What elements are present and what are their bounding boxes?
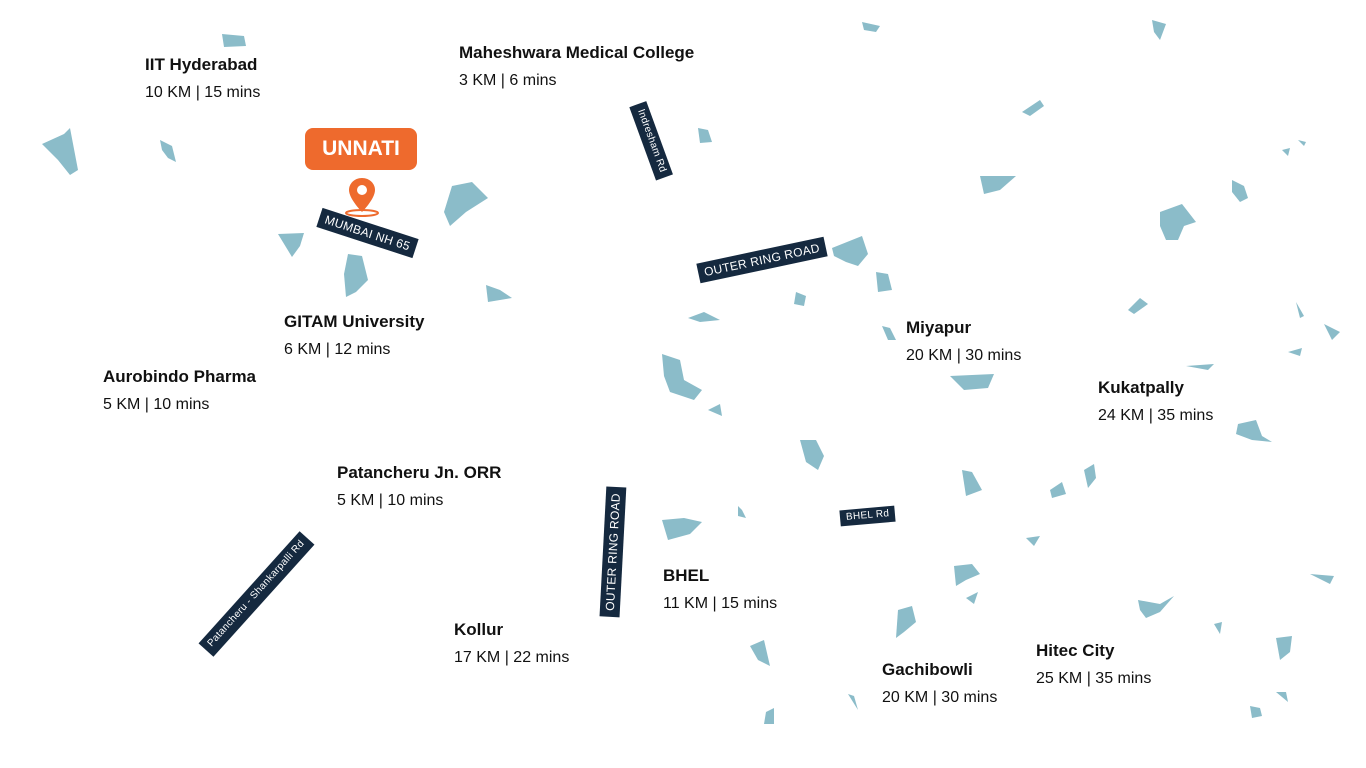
location-name: Miyapur (906, 318, 972, 337)
lake-shape (800, 440, 824, 470)
lake-shape (1050, 482, 1066, 498)
location-miyapur[interactable]: Miyapur 20 KM | 30 mins (906, 316, 1021, 368)
location-name: Maheshwara Medical College (459, 43, 695, 62)
lake-shape (1138, 596, 1174, 618)
lake-shape (966, 592, 978, 604)
location-kukatpally[interactable]: Kukatpally 24 KM | 35 mins (1098, 376, 1213, 428)
location-patancheru-jn-orr[interactable]: Patancheru Jn. ORR 5 KM | 10 mins (337, 461, 501, 513)
lake-shape (1152, 20, 1166, 40)
lake-shape (950, 374, 994, 390)
lake-shape (832, 236, 868, 266)
location-distance: 6 KM | 12 mins (284, 341, 391, 358)
location-distance: 5 KM | 10 mins (337, 492, 444, 509)
location-gachibowli[interactable]: Gachibowli 20 KM | 30 mins (882, 658, 997, 710)
location-distance: 17 KM | 22 mins (454, 649, 570, 666)
lake-shape (1276, 692, 1288, 702)
location-distance: 11 KM | 15 mins (663, 595, 778, 612)
lake-shape (1160, 204, 1196, 240)
lake-shape (1186, 364, 1214, 370)
lake-shape (444, 182, 488, 226)
location-distance: 20 KM | 30 mins (882, 689, 998, 706)
lake-shape (1298, 140, 1306, 146)
lake-shape (1296, 302, 1304, 318)
lake-shape (1026, 536, 1040, 546)
location-kollur[interactable]: Kollur 17 KM | 22 mins (454, 618, 569, 670)
location-name: Kukatpally (1098, 378, 1184, 397)
lake-shape (278, 233, 304, 257)
lake-shape (1084, 464, 1096, 488)
lake-shape (698, 128, 712, 143)
location-aurobindo-pharma[interactable]: Aurobindo Pharma 5 KM | 10 mins (103, 365, 256, 417)
location-name: Hitec City (1036, 641, 1115, 660)
location-name: Kollur (454, 620, 504, 639)
location-distance: 24 KM | 35 mins (1098, 407, 1214, 424)
lake-shape (160, 140, 176, 162)
lake-shape (896, 606, 916, 638)
lake-shape (1214, 622, 1222, 634)
lake-shape (1310, 574, 1334, 584)
lake-group (42, 20, 1340, 724)
lake-shape (1282, 148, 1290, 156)
location-distance: 25 KM | 35 mins (1036, 670, 1152, 687)
lake-shape (750, 640, 770, 666)
lake-shape (764, 708, 774, 724)
lake-shape (688, 312, 720, 322)
location-name: Aurobindo Pharma (103, 367, 257, 386)
lake-shape (848, 694, 858, 710)
lake-shape (1250, 706, 1262, 718)
location-name: Patancheru Jn. ORR (337, 463, 502, 482)
lake-shape (1324, 324, 1340, 340)
lake-shape (962, 470, 982, 496)
location-distance: 5 KM | 10 mins (103, 396, 210, 413)
location-distance: 20 KM | 30 mins (906, 347, 1022, 364)
lake-shape (486, 285, 512, 302)
lake-shape (794, 292, 806, 306)
lake-shape (1236, 420, 1272, 442)
location-gitam-university[interactable]: GITAM University 6 KM | 12 mins (284, 310, 424, 362)
map-pin-icon[interactable] (344, 176, 380, 218)
lake-shape (1022, 100, 1044, 116)
location-maheshwara-medical-college[interactable]: Maheshwara Medical College 3 KM | 6 mins (459, 41, 694, 93)
lake-shape (1288, 348, 1302, 356)
lake-shape (1232, 180, 1248, 202)
lake-shape (862, 22, 880, 32)
lake-shape (882, 326, 896, 340)
location-name: IIT Hyderabad (145, 55, 258, 74)
lake-shape (662, 518, 702, 540)
lake-shape (954, 564, 980, 586)
lake-shape (1128, 298, 1148, 314)
location-distance: 3 KM | 6 mins (459, 72, 557, 89)
location-iit-hyderabad[interactable]: IIT Hyderabad 10 KM | 15 mins (145, 53, 260, 105)
lake-shape (876, 272, 892, 292)
location-distance: 10 KM | 15 mins (145, 84, 261, 101)
lake-shape (344, 254, 368, 297)
lake-shape (1276, 636, 1292, 660)
location-hitec-city[interactable]: Hitec City 25 KM | 35 mins (1036, 639, 1151, 691)
lake-shape (662, 354, 702, 400)
lake-shape (222, 34, 246, 47)
lake-shape (708, 404, 722, 416)
lake-shape (738, 506, 746, 518)
project-name-badge[interactable]: UNNATI (305, 128, 417, 170)
lake-shape (980, 176, 1016, 194)
location-name: Gachibowli (882, 660, 973, 679)
lake-shape (42, 128, 78, 175)
location-bhel[interactable]: BHEL 11 KM | 15 mins (663, 564, 777, 616)
location-name: GITAM University (284, 312, 425, 331)
location-name: BHEL (663, 566, 710, 585)
